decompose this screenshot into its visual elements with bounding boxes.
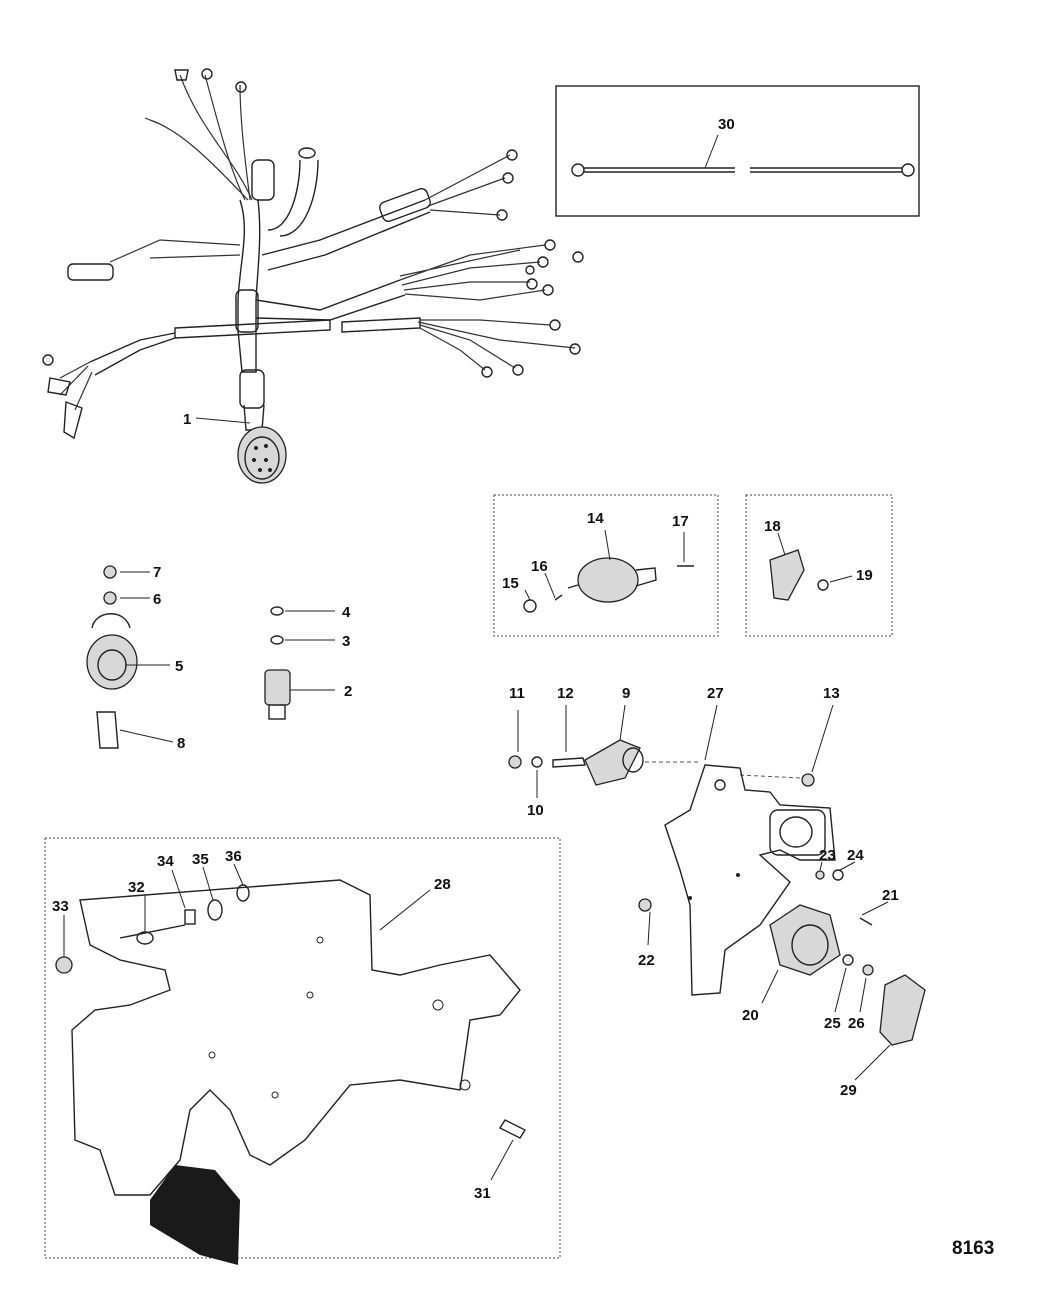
callout-31: 31 (474, 1185, 491, 1202)
solenoid-20 (769, 869, 926, 1046)
callout-22: 22 (638, 952, 655, 969)
figure-number: 8163 (952, 1238, 994, 1259)
callout-36: 36 (225, 848, 242, 865)
sender-assembly-2 (264, 606, 291, 720)
callout-32: 32 (128, 879, 145, 896)
callout-17: 17 (672, 513, 689, 530)
callout-5: 5 (175, 658, 183, 675)
wiring-harness (42, 68, 584, 484)
callout-13: 13 (823, 685, 840, 702)
callout-8: 8 (177, 735, 185, 752)
callout-19: 19 (856, 567, 873, 584)
callout-24: 24 (847, 847, 864, 864)
callout-20: 20 (742, 1007, 759, 1024)
callout-15: 15 (502, 575, 519, 592)
inset-box-ground-strap (555, 85, 920, 217)
leader-lines (63, 134, 891, 1181)
callout-34: 34 (157, 853, 174, 870)
relay-and-bracket (508, 739, 836, 996)
callout-25: 25 (824, 1015, 841, 1032)
callout-6: 6 (153, 591, 161, 608)
callout-23: 23 (819, 847, 836, 864)
callout-30: 30 (718, 116, 735, 133)
callout-12: 12 (557, 685, 574, 702)
inset-box-bracket-clip (745, 494, 893, 637)
callout-10: 10 (527, 802, 544, 819)
callout-3: 3 (342, 633, 350, 650)
inset-box-mounting-plate (44, 837, 561, 1259)
callout-28: 28 (434, 876, 451, 893)
callout-16: 16 (531, 558, 548, 575)
callout-21: 21 (882, 887, 899, 904)
callout-27: 27 (707, 685, 724, 702)
ground-strap (571, 163, 915, 177)
callout-4: 4 (342, 604, 351, 621)
switch-assembly-5 (86, 565, 138, 749)
callout-14: 14 (587, 510, 604, 527)
callout-35: 35 (192, 851, 209, 868)
callout-9: 9 (622, 685, 630, 702)
callout-26: 26 (848, 1015, 865, 1032)
callout-33: 33 (52, 898, 69, 915)
inset-box-switch (493, 494, 719, 637)
callout-7: 7 (153, 564, 161, 581)
bracket-clip-18 (769, 549, 829, 601)
callout-11: 11 (509, 685, 525, 702)
callout-29: 29 (840, 1082, 857, 1099)
callout-18: 18 (764, 518, 781, 535)
callout-labels: 1 2 3 4 5 6 7 8 9 10 11 12 13 14 15 16 1… (52, 116, 899, 1202)
mounting-plate-28 (55, 879, 527, 1265)
callout-1: 1 (183, 411, 191, 428)
callout-2: 2 (344, 683, 352, 700)
